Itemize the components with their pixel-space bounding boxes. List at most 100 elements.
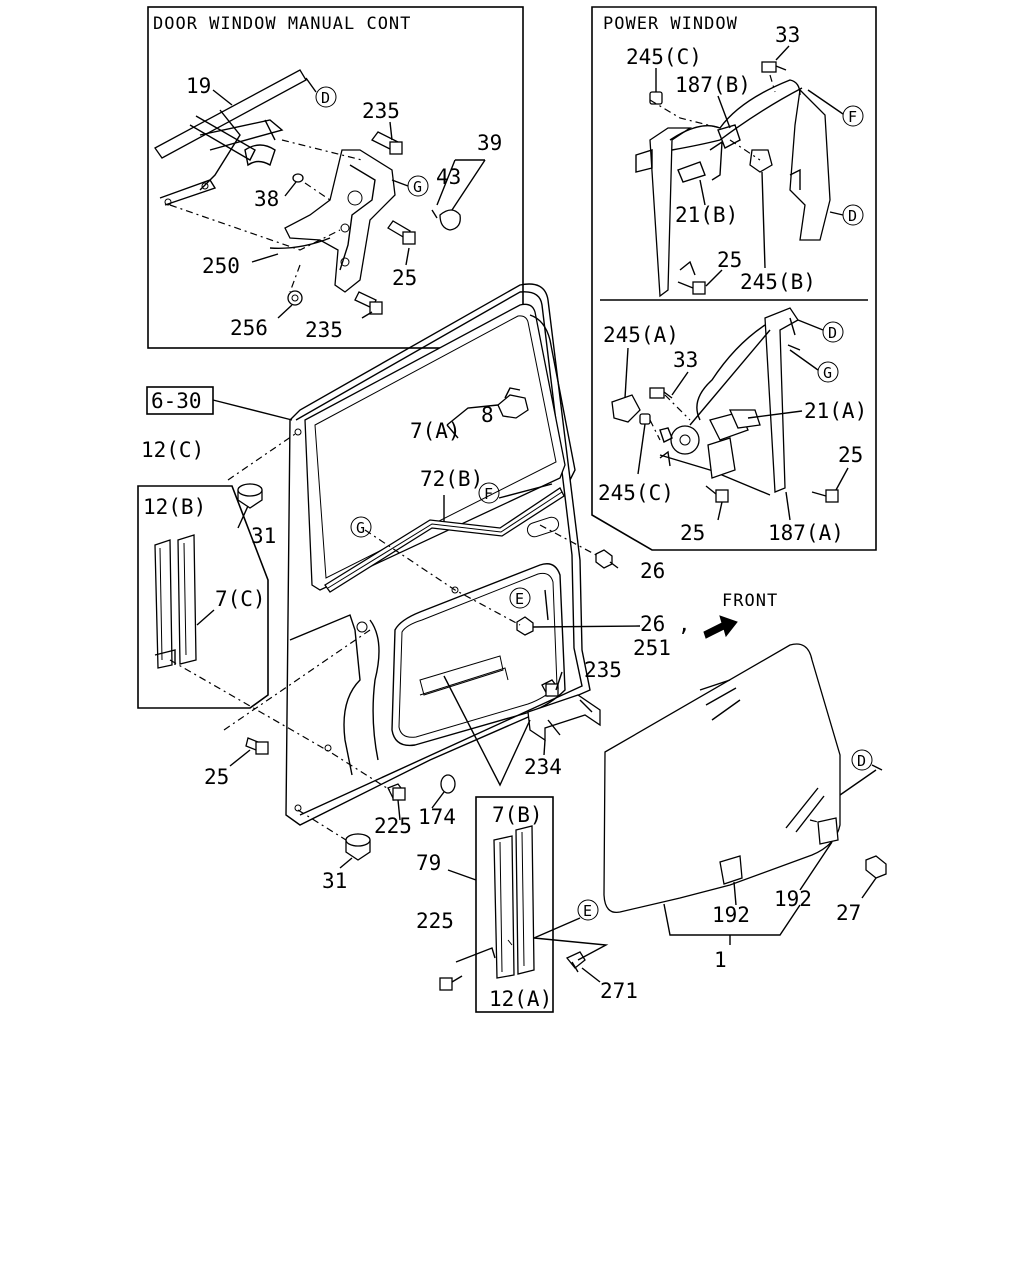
label-245c-bottom: 245(C) — [598, 481, 674, 505]
svg-text:D: D — [828, 324, 837, 342]
label-79: 79 — [416, 851, 441, 875]
label-39: 39 — [477, 131, 502, 155]
cable-regulator — [635, 79, 831, 298]
label-234: 234 — [524, 755, 562, 779]
grommet-245c-top — [649, 91, 663, 105]
label-33b: 33 — [673, 348, 698, 372]
bolt-25d — [705, 485, 729, 503]
label-271: 271 — [600, 979, 638, 1003]
label-187b: 187(B) — [675, 73, 751, 97]
label-225a: 225 — [374, 814, 412, 838]
label-245c-top: 245(C) — [626, 45, 702, 69]
label-43: 43 — [436, 165, 461, 189]
grommet-245c-bottom — [639, 413, 651, 425]
svg-text:G: G — [413, 178, 422, 196]
arm-regulator — [611, 307, 801, 496]
label-7a: 7(A) — [410, 419, 461, 443]
label-27: 27 — [836, 901, 861, 925]
stopper-31b — [345, 833, 371, 861]
bolt-27 — [865, 855, 887, 879]
clip-271 — [565, 951, 586, 973]
label-25c: 25 — [838, 443, 863, 467]
clip-8 — [497, 387, 529, 419]
label-21b: 21(B) — [675, 203, 738, 227]
washer-38 — [292, 173, 304, 183]
svg-text:E: E — [515, 590, 524, 608]
run-channel-7b-frame — [475, 796, 554, 1013]
front-direction-indicator: FRONT — [703, 591, 777, 639]
bolt-225b — [439, 975, 463, 991]
label-33a: 33 — [775, 23, 800, 47]
label-225b: 225 — [416, 909, 454, 933]
callout-d-glass: D — [851, 749, 883, 771]
manual-panel-frame — [147, 6, 524, 349]
label-25a: 25 — [392, 266, 417, 290]
power-window-panel: POWER WINDOW — [591, 6, 877, 551]
label-26a: 26 — [640, 559, 665, 583]
label-235b: 235 — [305, 318, 343, 342]
bolt-25c — [811, 489, 839, 503]
label-1: 1 — [714, 948, 727, 972]
callout-g-door: G — [350, 516, 372, 538]
nut-26a — [595, 549, 613, 569]
manual-regulator-arm — [154, 69, 307, 206]
belt-weatherstrip-72b — [324, 487, 565, 593]
svg-text:F: F — [848, 108, 857, 126]
svg-text:D: D — [848, 207, 857, 225]
label-235a: 235 — [362, 99, 400, 123]
bolt-33a — [761, 61, 787, 73]
bolt-25e — [245, 737, 269, 755]
label-12c: 12(C) — [141, 438, 204, 462]
power-panel-title: POWER WINDOW — [603, 14, 738, 34]
bolt-225a — [387, 783, 406, 802]
reference-box-label: 6-30 — [151, 389, 202, 413]
svg-text:F: F — [484, 485, 493, 503]
manual-bracket-plate — [269, 149, 396, 293]
label-12b: 12(B) — [143, 495, 206, 519]
grommet-174 — [440, 774, 456, 794]
label-25b: 25 — [717, 248, 742, 272]
run-channel-12c-box — [137, 485, 269, 709]
callout-d-power-bottom: D — [797, 319, 844, 343]
svg-text:D: D — [321, 89, 330, 107]
door-glass — [603, 643, 841, 914]
svg-text:G: G — [823, 364, 832, 382]
label-256: 256 — [230, 316, 268, 340]
label-25d: 25 — [680, 521, 705, 545]
bracket-234 — [527, 694, 601, 742]
label-31a: 31 — [251, 524, 276, 548]
door-panel — [285, 283, 591, 826]
label-7b: 7(B) — [492, 803, 543, 827]
bolt-25b — [677, 281, 706, 295]
bolt-235b — [354, 291, 383, 315]
callout-f-door: F — [478, 482, 553, 504]
manual-regulator-panel: DOOR WINDOW MANUAL CONT — [147, 6, 524, 349]
label-192a: 192 — [712, 903, 750, 927]
reference-box: 6-30 — [146, 386, 293, 421]
label-19: 19 — [186, 74, 211, 98]
svg-text:E: E — [583, 902, 592, 920]
label-251: 251 — [633, 636, 671, 660]
label-8: 8 — [481, 403, 494, 427]
label-21a: 21(A) — [804, 399, 867, 423]
bolt-33b — [649, 387, 673, 399]
svg-text:G: G — [356, 519, 365, 537]
callout-g-manual: G — [391, 175, 429, 197]
callout-g-power: G — [789, 349, 839, 383]
label-26b: 26 , — [640, 612, 691, 636]
label-235c: 235 — [584, 658, 622, 682]
callout-d-power-top: D — [829, 204, 864, 226]
label-250: 250 — [202, 254, 240, 278]
front-arrow-icon — [703, 615, 738, 639]
run-channel-7b-box — [475, 796, 554, 1013]
callout-f-power: F — [807, 89, 864, 127]
svg-text:D: D — [857, 752, 866, 770]
label-187a: 187(A) — [768, 521, 844, 545]
label-192b: 192 — [774, 887, 812, 911]
knob-43 — [431, 209, 461, 231]
label-12a: 12(A) — [489, 987, 552, 1011]
label-245b: 245(B) — [740, 270, 816, 294]
label-25e: 25 — [204, 765, 229, 789]
bolt-235a — [371, 131, 403, 155]
